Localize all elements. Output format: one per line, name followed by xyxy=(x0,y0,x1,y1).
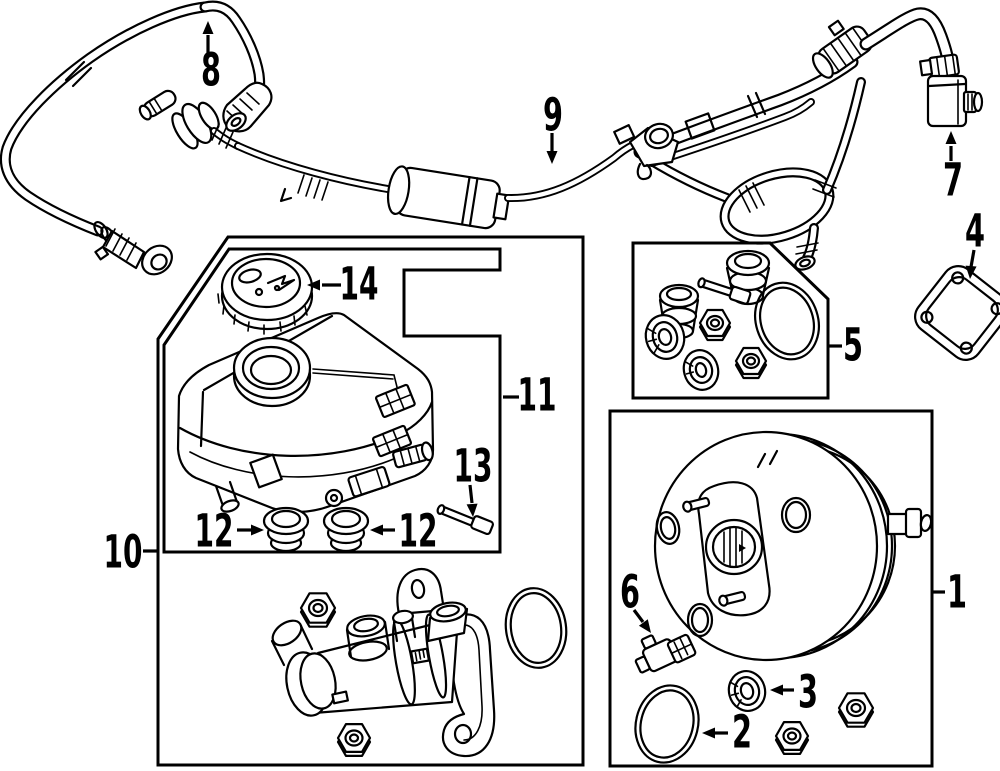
hose-8-drawing xyxy=(5,6,273,276)
callout-leader-line xyxy=(969,249,976,268)
mc-o-ring xyxy=(504,587,568,669)
callout-1-12: 1 xyxy=(931,566,967,619)
callout-number: 9 xyxy=(543,89,563,142)
kit-hex-nut-2 xyxy=(734,346,768,380)
group-box-5 xyxy=(631,241,830,400)
group-box-11 xyxy=(162,247,502,554)
callout-8-0: 8 xyxy=(201,21,221,97)
pin-13-drawing xyxy=(436,504,494,536)
seal-3-drawing xyxy=(727,670,767,712)
callout-number: 12 xyxy=(195,505,234,558)
callout-14-5: 14 xyxy=(307,258,379,311)
grommet-left-drawing xyxy=(262,506,310,553)
callout-arrowhead xyxy=(202,21,214,34)
mc-hex-nut-bottom xyxy=(336,722,372,758)
callout-arrowhead xyxy=(702,727,715,739)
hex-nut-b-drawing xyxy=(837,692,875,728)
kit-pin xyxy=(697,277,752,305)
callout-number: 8 xyxy=(201,44,221,97)
callout-arrowhead xyxy=(251,524,264,536)
callout-11-6: 11 xyxy=(503,369,557,422)
callout-number: 14 xyxy=(340,258,379,311)
callout-7-2: 7 xyxy=(943,131,963,207)
callout-number: 13 xyxy=(454,440,493,493)
callout-arrowhead xyxy=(945,131,957,144)
callout-number: 3 xyxy=(798,666,818,719)
gasket-4-drawing xyxy=(914,265,1000,361)
reservoir-cap-drawing xyxy=(217,252,314,335)
callout-arrowhead xyxy=(307,279,320,291)
grommet-right-drawing xyxy=(322,506,370,553)
vacuum-tube-drawing xyxy=(138,89,400,203)
connector-6-drawing xyxy=(634,633,697,674)
callout-6-11: 6 xyxy=(620,566,651,633)
repair-kit-contents xyxy=(644,249,820,391)
booster-drawing xyxy=(653,430,933,662)
o-ring-2-drawing xyxy=(634,684,700,764)
callout-number: 6 xyxy=(620,566,640,619)
callout-10-10: 10 xyxy=(104,526,159,579)
callout-number: 2 xyxy=(732,706,752,759)
callout-leader-line xyxy=(468,484,474,504)
group-box-10 xyxy=(156,235,585,767)
kit-hex-nut-1 xyxy=(698,308,732,342)
callout-arrowhead xyxy=(466,503,478,517)
mc-hex-nut-top xyxy=(299,592,337,628)
callout-4-3: 4 xyxy=(965,205,985,279)
callout-arrowhead xyxy=(370,524,383,536)
callout-3-13: 3 xyxy=(770,666,818,719)
kit-o-ring xyxy=(754,281,820,361)
kit-seal-2 xyxy=(682,349,720,391)
callout-12-8: 12 xyxy=(195,505,264,558)
callout-number: 10 xyxy=(104,526,143,579)
callout-number: 11 xyxy=(518,369,557,422)
canister-drawing xyxy=(386,165,511,230)
check-valve-7-drawing xyxy=(926,74,984,128)
group-box-1 xyxy=(608,409,934,768)
reservoir-drawing xyxy=(176,312,435,513)
kit-seal-1 xyxy=(644,314,686,360)
callout-number: 7 xyxy=(943,154,963,207)
callout-arrowhead xyxy=(638,619,651,633)
master-cylinder-drawing xyxy=(270,567,568,758)
callout-number: 4 xyxy=(965,205,985,258)
callout-arrowhead xyxy=(770,684,783,696)
callout-5-4: 5 xyxy=(828,319,863,372)
callout-9-1: 9 xyxy=(543,89,563,164)
callout-12-9: 12 xyxy=(370,505,438,558)
callout-2-14: 2 xyxy=(702,706,752,759)
hose-9-harness-drawing xyxy=(508,12,960,271)
mc-bracket-ear xyxy=(396,567,446,616)
callout-number: 5 xyxy=(843,319,863,372)
callout-number: 1 xyxy=(947,566,967,619)
callout-arrowhead xyxy=(965,265,977,279)
callout-number: 12 xyxy=(399,505,438,558)
callout-arrowhead xyxy=(546,151,558,164)
hex-nut-a-drawing xyxy=(774,720,810,756)
callout-leader-line xyxy=(632,609,645,623)
callout-13-7: 13 xyxy=(454,440,493,517)
